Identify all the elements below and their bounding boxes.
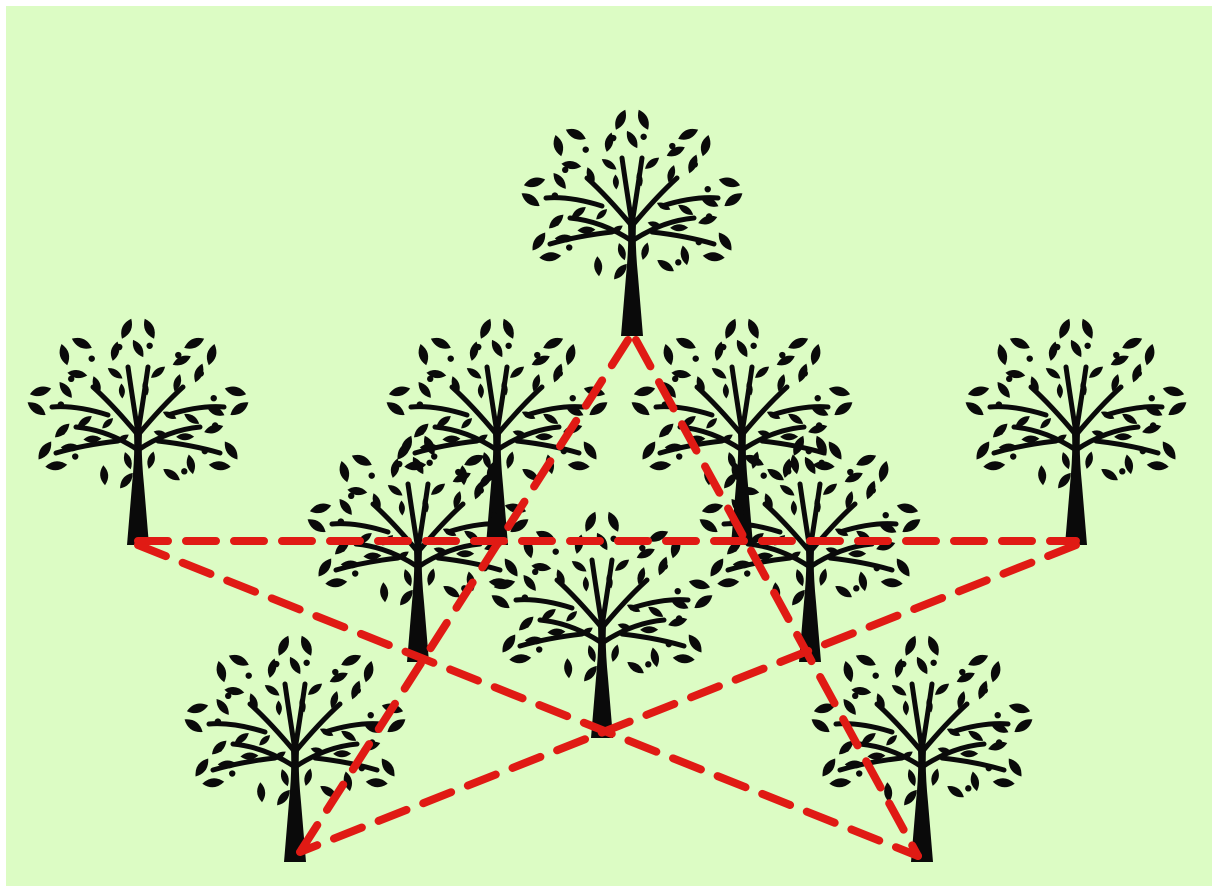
diagram-panel xyxy=(6,6,1212,886)
